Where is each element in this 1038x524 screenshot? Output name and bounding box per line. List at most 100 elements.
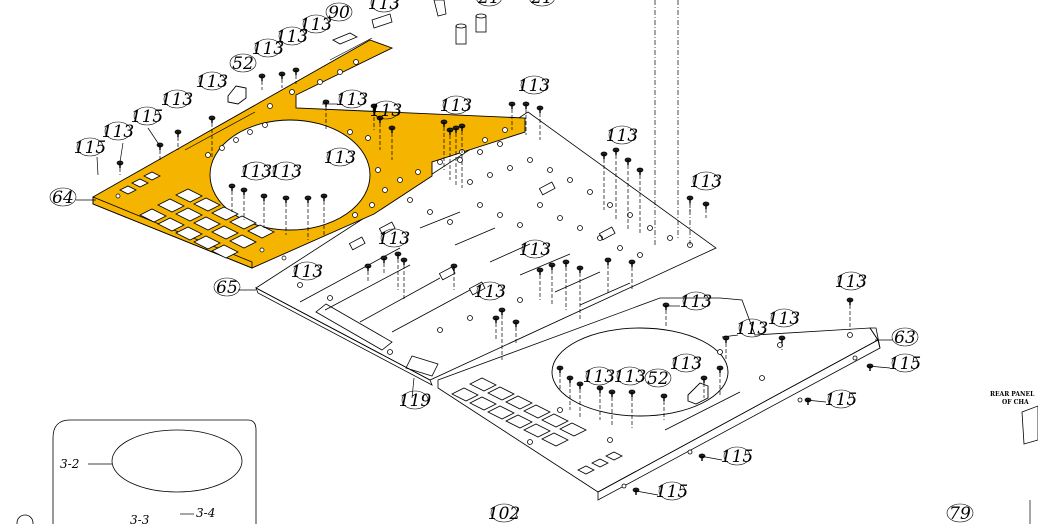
callout-115-d: 115	[825, 389, 857, 410]
callout-113-l: 113	[324, 147, 356, 168]
callout-113-y-text: 113	[583, 367, 615, 387]
callout-113-x-text: 113	[768, 309, 800, 329]
callout-113-d-text: 113	[252, 39, 284, 59]
callout-102-text: 102	[488, 504, 520, 524]
callout-21-b: 21	[529, 0, 555, 8]
callout-52-front: 52	[644, 368, 672, 389]
callout-113-a-text: 113	[102, 122, 134, 142]
callout-113-e-text: 113	[276, 27, 308, 47]
callout-113-aa-text: 113	[670, 354, 702, 374]
callout-113-d: 113	[252, 38, 284, 59]
callout-113-i: 113	[370, 100, 402, 121]
callout-113-u-text: 113	[835, 272, 867, 292]
callout-113-h-text: 113	[336, 90, 368, 110]
callout-113-w-text: 113	[736, 319, 768, 339]
callout-113-f: 113	[300, 14, 332, 35]
callout-113-k: 113	[518, 75, 550, 96]
callout-52-top-text: 52	[232, 54, 254, 74]
callout-115-b: 115	[131, 106, 163, 127]
callout-113-c: 113	[196, 71, 228, 92]
callout-113-t: 113	[474, 281, 506, 302]
callout-113-n-text: 113	[270, 162, 302, 182]
callout-64: 64	[49, 187, 77, 208]
callout-63: 63	[891, 327, 919, 348]
callout-113-q-text: 113	[378, 229, 410, 249]
callout-79-text: 79	[949, 504, 971, 524]
callout-65-text: 65	[216, 278, 238, 298]
callout-113-b: 113	[161, 89, 193, 110]
callout-113-r-text: 113	[519, 240, 551, 260]
callout-113-m-text: 113	[240, 162, 272, 182]
callout-115-f: 115	[656, 481, 688, 502]
callout-52-front-text: 52	[647, 369, 669, 389]
callout-113-z-text: 113	[614, 367, 646, 387]
part-label-3-3: 3-3	[130, 513, 150, 524]
callout-113-p-text: 113	[690, 172, 722, 192]
rear-panel-note: REAR PANEL OF CHA	[990, 391, 1038, 524]
callout-113-f-text: 113	[300, 15, 332, 35]
callout-113-o: 113	[606, 125, 638, 146]
callout-119-text: 119	[399, 391, 432, 411]
callout-65: 65	[213, 277, 241, 298]
callout-115-e-text: 115	[721, 447, 753, 467]
callout-119: 119	[399, 390, 432, 411]
assembly-axis-lines	[654, 0, 691, 245]
callout-113-n: 113	[270, 161, 302, 182]
callout-64-text: 64	[52, 188, 74, 208]
callout-115-e: 115	[721, 446, 753, 467]
callout-115-b-text: 115	[131, 107, 163, 127]
callout-115-c-text: 115	[889, 354, 921, 374]
callout-115-d-text: 115	[825, 390, 857, 410]
callout-113-x: 113	[768, 308, 800, 329]
callout-113-m: 113	[240, 161, 272, 182]
rear-panel-note-line1: REAR PANEL	[990, 391, 1035, 398]
callout-90-text: 90	[328, 3, 350, 23]
parts-inset-box: 3-2 3-4 3-3	[16, 419, 257, 524]
knob-part-52	[227, 85, 247, 105]
callout-113-k-text: 113	[518, 76, 550, 96]
callout-21-b-text: 21	[530, 0, 553, 8]
callout-113-t-text: 113	[474, 282, 506, 302]
callout-79: 79	[946, 503, 974, 524]
callout-113-z: 113	[614, 366, 646, 387]
callout-113-w: 113	[736, 318, 768, 339]
callout-113-s: 113	[291, 261, 323, 282]
callout-113-q: 113	[378, 228, 410, 249]
panel-64-highlighted	[92, 37, 526, 269]
callout-115-a: 115	[74, 137, 106, 158]
callout-113-aa: 113	[670, 353, 702, 374]
callout-113-o-text: 113	[606, 126, 638, 146]
callout-115-f-text: 115	[656, 482, 688, 502]
screws-113	[116, 67, 874, 495]
callout-113-s-text: 113	[291, 262, 323, 282]
callout-63-text: 63	[894, 328, 916, 348]
callout-52-top: 52	[229, 53, 257, 74]
callout-113-j: 113	[440, 95, 472, 116]
callout-21-a-text: 21	[477, 0, 500, 8]
callout-115-a-text: 115	[74, 138, 106, 158]
callout-113-y: 113	[583, 366, 615, 387]
callout-113-c-text: 113	[196, 72, 228, 92]
callout-21-a: 21	[476, 0, 502, 8]
callout-113-j-text: 113	[440, 96, 472, 116]
callout-113-u: 113	[835, 271, 867, 292]
callout-115-c: 115	[889, 353, 921, 374]
callout-labels: 6465631195252902121102791151151151151151…	[49, 0, 974, 524]
callout-102: 102	[488, 503, 520, 524]
bracket-90	[332, 13, 393, 45]
panel-63	[437, 297, 881, 501]
callout-113-g: 113	[368, 0, 400, 14]
callout-113-v-text: 113	[680, 292, 712, 312]
callout-113-a: 113	[102, 121, 134, 142]
callout-113-g-text: 113	[368, 0, 400, 14]
callout-90: 90	[325, 2, 353, 23]
knob-parts-21	[433, 0, 487, 45]
callout-113-l-text: 113	[324, 148, 356, 168]
callout-leaders	[76, 103, 893, 496]
callout-113-v: 113	[680, 291, 712, 312]
callout-113-h: 113	[336, 89, 368, 110]
callout-113-p: 113	[690, 171, 722, 192]
part-label-3-2: 3-2	[60, 457, 79, 471]
callout-113-i-text: 113	[370, 101, 402, 121]
